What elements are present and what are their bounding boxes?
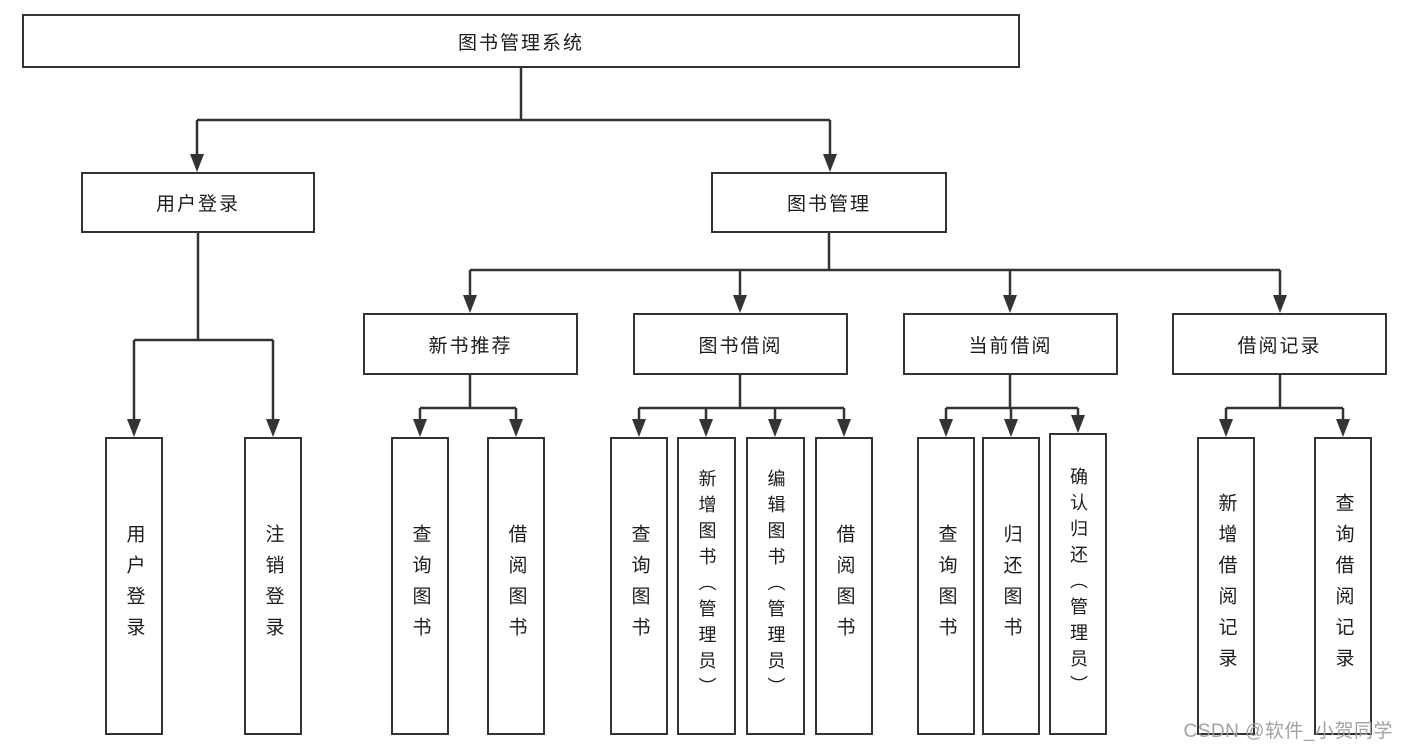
node-label: 用户登录	[123, 524, 145, 648]
node-system-root: 图书管理系统	[22, 14, 1020, 68]
leaf-rec-borrow-books: 借阅图书	[487, 437, 545, 735]
node-label: 图书管理系统	[457, 32, 584, 54]
node-current-borrow: 当前借阅	[903, 313, 1118, 375]
node-label: 借阅记录	[1237, 335, 1322, 357]
node-label: 查询借阅记录	[1332, 493, 1354, 679]
node-label: 查询图书	[409, 524, 431, 648]
leaf-bb-query-books: 查询图书	[610, 437, 668, 735]
leaf-bb-add-books-admin: 新增图书（管理员）	[677, 437, 736, 735]
node-label: 新增借阅记录	[1215, 493, 1237, 679]
leaf-br-query-record: 查询借阅记录	[1314, 437, 1372, 735]
node-label: 借阅图书	[833, 524, 855, 648]
node-label: 借阅图书	[505, 524, 527, 648]
leaf-logout: 注销登录	[244, 437, 302, 735]
node-label: 图书借阅	[698, 335, 783, 357]
node-label: 查询图书	[935, 524, 957, 648]
node-label: 查询图书	[628, 524, 650, 648]
node-new-book-recommend: 新书推荐	[363, 313, 578, 375]
node-label: 新增图书（管理员）	[696, 469, 717, 703]
leaf-cb-return-books: 归还图书	[982, 437, 1040, 735]
node-label: 新书推荐	[428, 335, 513, 357]
leaf-cb-query-books: 查询图书	[917, 437, 975, 735]
leaf-bb-edit-books-admin: 编辑图书（管理员）	[746, 437, 805, 735]
node-book-management: 图书管理	[711, 172, 947, 233]
node-label: 图书管理	[786, 194, 871, 215]
node-label: 当前借阅	[968, 335, 1053, 357]
node-user-login: 用户登录	[81, 172, 315, 233]
node-label: 归还图书	[1000, 524, 1022, 648]
node-label: 注销登录	[262, 524, 284, 648]
leaf-br-add-record: 新增借阅记录	[1197, 437, 1255, 735]
leaf-bb-borrow-books: 借阅图书	[815, 437, 873, 735]
node-label: 用户登录	[155, 194, 240, 215]
leaf-user-login: 用户登录	[105, 437, 163, 735]
node-book-borrow: 图书借阅	[633, 313, 848, 375]
leaf-rec-query-books: 查询图书	[391, 437, 449, 735]
leaf-cb-confirm-return-admin: 确认归还（管理员）	[1049, 433, 1107, 735]
node-label: 编辑图书（管理员）	[765, 469, 786, 703]
node-label: 确认归还（管理员）	[1068, 467, 1088, 701]
csdn-watermark: CSDN @软件_小贺同学	[1183, 721, 1393, 742]
node-borrow-record: 借阅记录	[1172, 313, 1387, 375]
